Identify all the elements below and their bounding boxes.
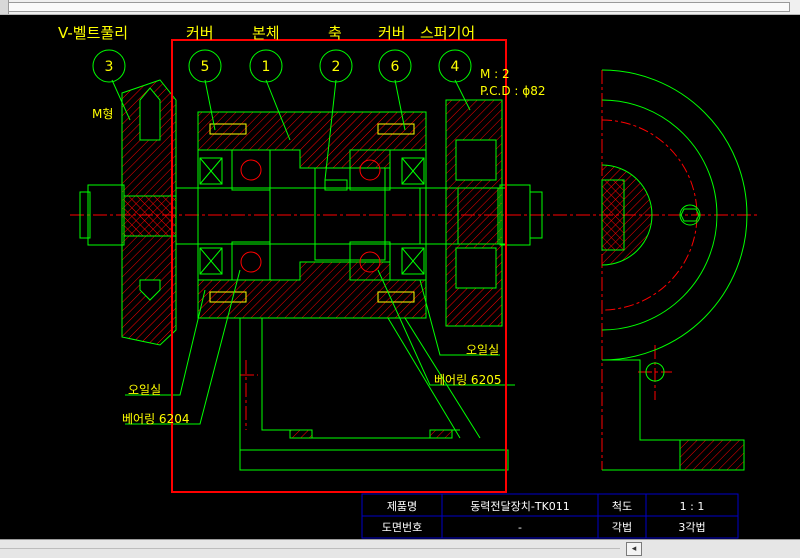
label-body: 본체 <box>252 24 280 42</box>
base-stand <box>239 317 509 471</box>
balloon-number-1: 1 <box>262 59 271 75</box>
label-cover-left: 커버 <box>186 24 214 42</box>
balloon-number-5: 5 <box>201 59 210 75</box>
leader-lines <box>111 79 515 425</box>
v-belt-pulley <box>79 79 177 346</box>
title-projection-label: 각법 <box>612 521 632 534</box>
top-toolbar-strip <box>0 0 800 15</box>
balloon-3 <box>92 49 126 83</box>
balloon-number-2: 2 <box>332 59 341 75</box>
title-drawing-no-label: 도면번호 <box>382 521 422 534</box>
horizontal-scroll-track[interactable] <box>8 2 790 12</box>
title-scale-value: 1 : 1 <box>680 500 705 513</box>
title-drawing-no-value: - <box>518 521 522 534</box>
note-bearing-left: 베어링 6204 <box>122 412 189 426</box>
balloon-2 <box>319 49 353 83</box>
label-shaft: 축 <box>328 24 342 42</box>
note-oil-seal-right: 오일실 <box>466 343 499 357</box>
title-scale-label: 척도 <box>612 500 632 513</box>
top-labels: V-벨트풀리 커버 본체 축 커버 스퍼기어 <box>58 24 475 42</box>
balloon-number-6: 6 <box>391 59 400 75</box>
scroll-track <box>0 548 620 549</box>
balloon-number-3: 3 <box>105 59 114 75</box>
spur-gear <box>445 99 543 327</box>
gear-module-text: M : 2 <box>480 67 510 81</box>
note-bearing-right: 베어링 6205 <box>434 373 501 387</box>
label-v-belt-pulley: V-벨트풀리 <box>58 24 128 42</box>
balloon-numbers: 3 5 1 2 6 4 <box>105 59 460 75</box>
housing-body <box>197 111 427 319</box>
balloon-5 <box>188 49 222 83</box>
label-cover-right: 커버 <box>378 24 406 42</box>
scroll-thumb-icon[interactable]: ◂ <box>626 542 642 556</box>
note-m-type: M형 <box>92 107 113 121</box>
balloon-6 <box>378 49 412 83</box>
bottom-scroll-bar[interactable]: ◂ <box>0 539 800 558</box>
part-balloons <box>92 49 472 83</box>
title-projection-value: 3각법 <box>678 521 705 534</box>
balloon-1 <box>249 49 283 83</box>
side-view-gear <box>601 69 748 471</box>
balloon-4 <box>438 49 472 83</box>
balloon-number-4: 4 <box>451 59 460 75</box>
section-frame <box>171 39 507 493</box>
gear-pcd-text: P.C.D : ϕ82 <box>480 84 545 98</box>
title-product-label: 제품명 <box>387 500 417 513</box>
title-block <box>361 493 739 539</box>
note-oil-seal-left: 오일실 <box>128 383 161 397</box>
label-spur-gear: 스퍼기어 <box>420 24 475 42</box>
title-product-name: 동력전달장치-TK011 <box>470 500 570 513</box>
